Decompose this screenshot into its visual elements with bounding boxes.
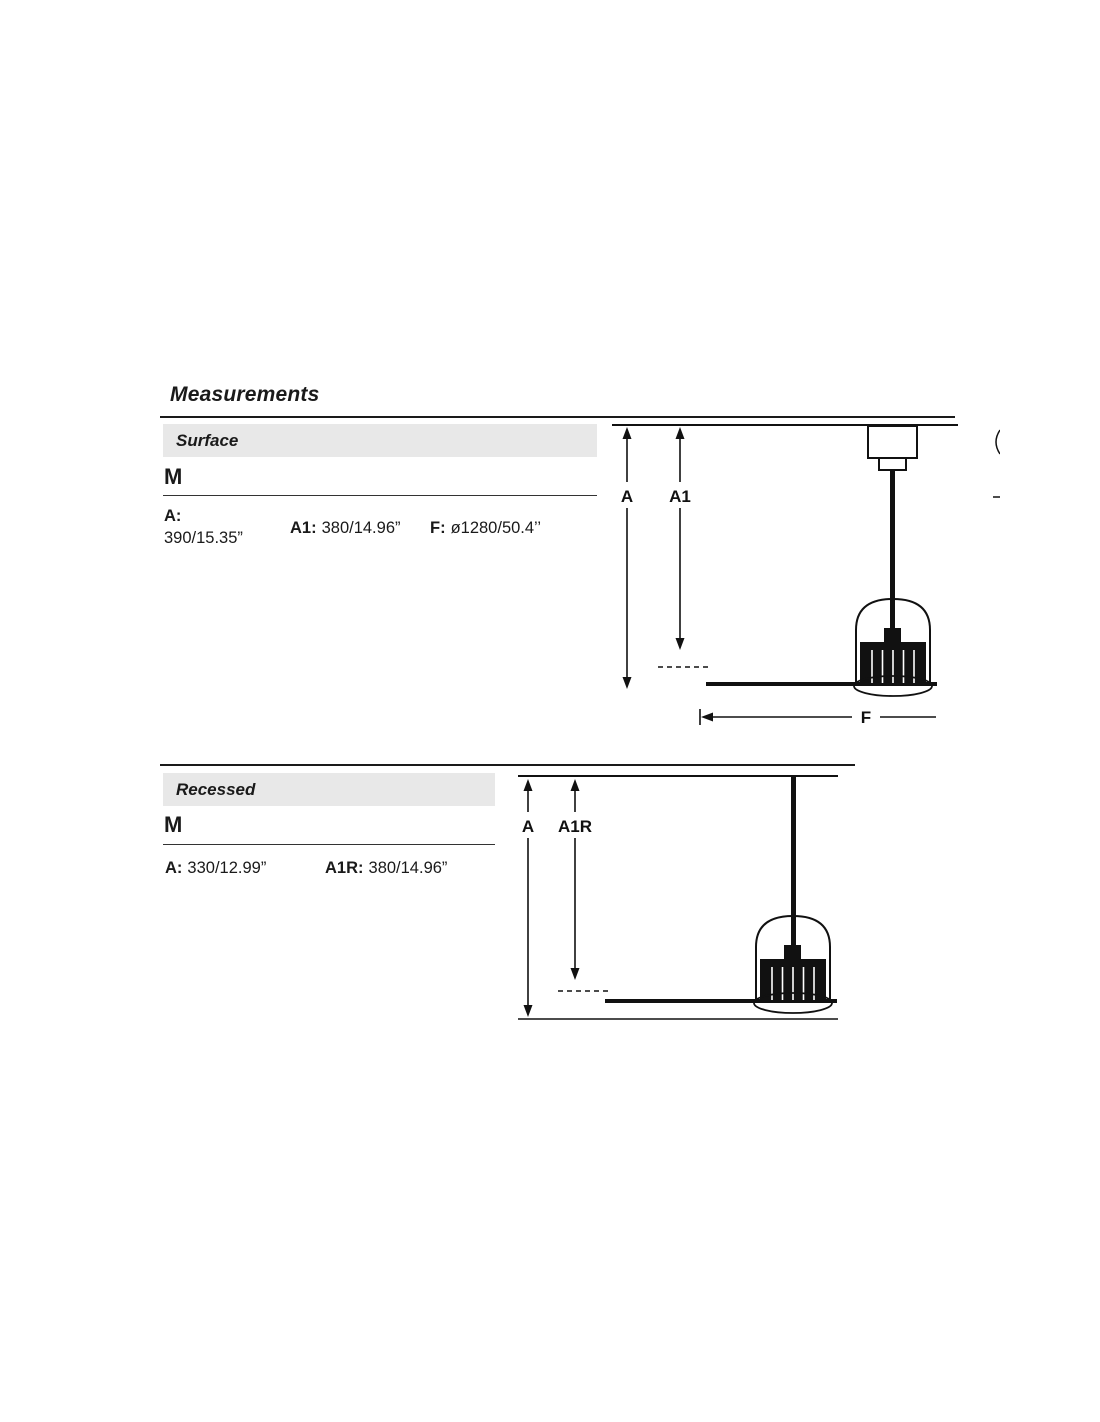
surface-fan-dome xyxy=(855,597,931,686)
recessed-dimension-a1r-arrow: A1R xyxy=(552,779,598,980)
surface-dim-a: A: 390/15.35” xyxy=(164,505,243,549)
surface-canopy xyxy=(867,425,918,471)
surface-diagram-label-a: A xyxy=(621,487,633,506)
surface-dim-f-value: ø1280/50.4’’ xyxy=(450,519,542,537)
surface-model-divider xyxy=(163,495,597,496)
surface-dim-a1-value: 380/14.96” xyxy=(321,519,401,537)
section-divider-top xyxy=(160,416,955,418)
recessed-diagram-label-a: A xyxy=(522,817,534,836)
surface-diagram-label-a1: A1 xyxy=(669,487,691,506)
surface-dim-f-label: F: xyxy=(430,519,446,537)
surface-fan-rim xyxy=(853,675,933,697)
surface-dimension-a1-arrow: A1 xyxy=(663,427,697,650)
recessed-model-label: M xyxy=(164,812,183,837)
surface-section-header: Surface xyxy=(163,424,597,457)
page-title: Measurements xyxy=(170,383,320,406)
surface-diagram-label-f: F xyxy=(861,708,871,727)
surface-dim-a1-label: A1: xyxy=(290,519,317,537)
recessed-dim-a1r-label: A1R: xyxy=(325,859,364,877)
recessed-section-header: Recessed xyxy=(163,773,495,806)
clipped-artifact xyxy=(993,429,1000,498)
surface-dim-a1: A1:380/14.96” xyxy=(290,517,401,539)
recessed-dim-a-label: A: xyxy=(165,859,183,877)
recessed-section-label: Recessed xyxy=(176,779,256,799)
surface-diagram: A A1 F xyxy=(612,424,1000,727)
surface-dimension-f-arrow: F xyxy=(699,708,936,727)
surface-dimension-a-arrow: A xyxy=(615,427,639,689)
recessed-dim-a-value: 330/12.99” xyxy=(187,859,267,877)
recessed-fan-dome xyxy=(755,914,831,1003)
recessed-dim-a1r-value: 380/14.96” xyxy=(368,859,448,877)
surface-dim-f: F:ø1280/50.4’’ xyxy=(430,517,541,539)
recessed-fan-rim xyxy=(753,992,833,1014)
surface-dim-a-value: 390/15.35” xyxy=(164,529,243,547)
recessed-dim-a: A:330/12.99” xyxy=(165,857,266,879)
recessed-model-divider xyxy=(163,844,495,845)
surface-model-label: M xyxy=(164,464,183,489)
recessed-diagram-label-a1r: A1R xyxy=(558,817,592,836)
recessed-dimension-a-arrow: A xyxy=(516,779,540,1017)
section-divider-recessed xyxy=(160,764,855,766)
surface-dim-a-label: A: xyxy=(164,507,182,525)
surface-section-label: Surface xyxy=(176,430,239,450)
recessed-diagram: A A1R xyxy=(516,775,838,1020)
recessed-dim-a1r: A1R:380/14.96” xyxy=(325,857,447,879)
